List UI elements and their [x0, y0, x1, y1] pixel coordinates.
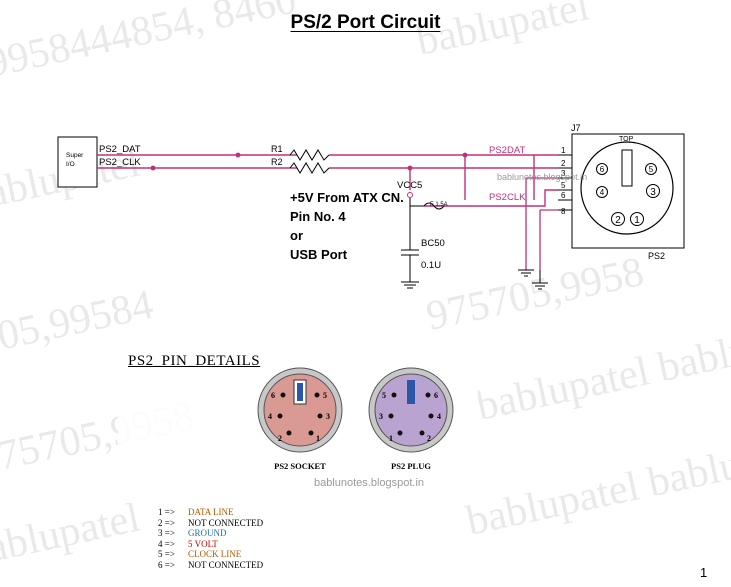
plug-pin-number: 4	[437, 412, 441, 421]
pin-number: 8	[561, 207, 566, 216]
socket-label: PS2 SOCKET	[274, 461, 326, 471]
socket-pin-number: 1	[316, 434, 320, 443]
connector-pin-number: 2	[615, 215, 621, 226]
pin-number: 6	[561, 191, 566, 200]
resistor-r1	[289, 149, 330, 161]
connector-pin-number: 1	[634, 215, 640, 226]
fuse-symbol	[423, 202, 445, 210]
junction-dot	[462, 152, 468, 158]
legend-row: 6 =>NOT CONNECTED	[158, 559, 264, 570]
capacitor-label: BC50	[421, 238, 445, 249]
socket-pin	[308, 430, 314, 436]
plug-pin-number: 6	[434, 391, 438, 400]
connector-name: PS2	[648, 251, 665, 261]
plug-pin-number: 1	[389, 434, 393, 443]
connector-pin	[630, 212, 644, 226]
socket-pin	[277, 413, 283, 419]
connector-pin	[611, 212, 625, 226]
connector-pin-number: 4	[600, 188, 605, 197]
socket-pin	[317, 413, 323, 419]
resistor-r2	[289, 162, 330, 174]
connector-top-label: TOP	[619, 136, 634, 143]
plug-key	[407, 380, 415, 404]
vcc5-node	[407, 192, 413, 198]
pin-number: 5	[561, 181, 566, 190]
note-5v-source: +5V From ATX CN. Pin No. 4 or USB Port	[290, 190, 404, 262]
blog-watermark: bablunotes.blogspot.in	[497, 172, 587, 182]
plug-pin-number: 3	[379, 412, 383, 421]
plug-pin	[391, 392, 397, 398]
net-label-ps2dat: PS2DAT	[489, 145, 525, 156]
net-label-ps2-clk: PS2_CLK	[99, 157, 141, 168]
vcc5-label: VCC5	[397, 180, 422, 191]
socket-pin-number: 4	[268, 412, 272, 421]
socket-key-inner	[297, 383, 303, 401]
connector-key	[621, 149, 633, 187]
pin-number: 2	[561, 159, 566, 168]
super-io-label: Super	[66, 152, 84, 159]
plug-pin	[419, 430, 425, 436]
legend-row: 1 =>DATA LINE	[158, 507, 234, 517]
capacitor-value: 0.1U	[421, 260, 441, 271]
pin-number: 1	[561, 146, 566, 155]
plug-pin	[388, 413, 394, 419]
fuse-label: F 1.5A	[430, 202, 448, 208]
junction-dot	[235, 152, 241, 158]
connector-pin	[646, 184, 660, 198]
blog-watermark: bablunotes.blogspot.in	[314, 477, 424, 489]
page-title: PS/2 Port Circuit	[290, 12, 441, 33]
pin-number: 3	[561, 169, 566, 178]
net-label-ps2clk: PS2CLK	[489, 192, 526, 203]
pin-details-title: PS2_PIN_DETAILS	[128, 353, 261, 369]
plug-pin-number: 5	[382, 391, 386, 400]
connector-pin-number: 5	[649, 165, 654, 174]
connector-pin	[596, 163, 608, 175]
plug-label: PS2 PLUG	[391, 461, 431, 471]
socket-pin-number: 6	[271, 391, 275, 400]
plug-pin	[428, 413, 434, 419]
plug-pin	[397, 430, 403, 436]
legend-row: 4 =>5 VOLT	[158, 538, 218, 549]
ps2-plug-face	[374, 373, 448, 447]
socket-pin	[280, 392, 286, 398]
plug-pin	[425, 392, 431, 398]
resistor-label: R2	[271, 157, 283, 167]
connector-pin-number: 3	[650, 187, 656, 198]
junction-dot	[150, 165, 156, 171]
connector-pin	[596, 186, 608, 198]
legend-row: 5 =>CLOCK LINE	[158, 549, 242, 560]
pin-legend: 1 =>DATA LINE 2 =>NOT CONNECTED 3 =>GROU…	[158, 507, 263, 571]
resistor-label: R1	[271, 144, 283, 154]
legend-row: 3 =>GROUND	[158, 528, 227, 539]
super-io-chip	[57, 136, 98, 188]
connector-ref: J7	[571, 123, 581, 133]
socket-pin-number: 5	[323, 391, 327, 400]
socket-pin	[286, 430, 292, 436]
socket-pin-number: 3	[326, 412, 330, 421]
legend-row: 2 =>NOT CONNECTED	[158, 517, 264, 528]
wire-vcc	[424, 189, 558, 207]
super-io-label: I/O	[66, 161, 75, 168]
connector-pin	[645, 163, 657, 175]
plug-pin-number: 2	[427, 434, 431, 443]
socket-pin-number: 2	[278, 434, 282, 443]
ps2-socket-face	[263, 373, 337, 447]
connector-pin-number: 6	[600, 165, 605, 174]
net-label-ps2-dat: PS2_DAT	[99, 144, 141, 155]
page-number: 1	[700, 565, 708, 580]
junction-dot	[407, 165, 413, 171]
socket-pin	[314, 392, 320, 398]
